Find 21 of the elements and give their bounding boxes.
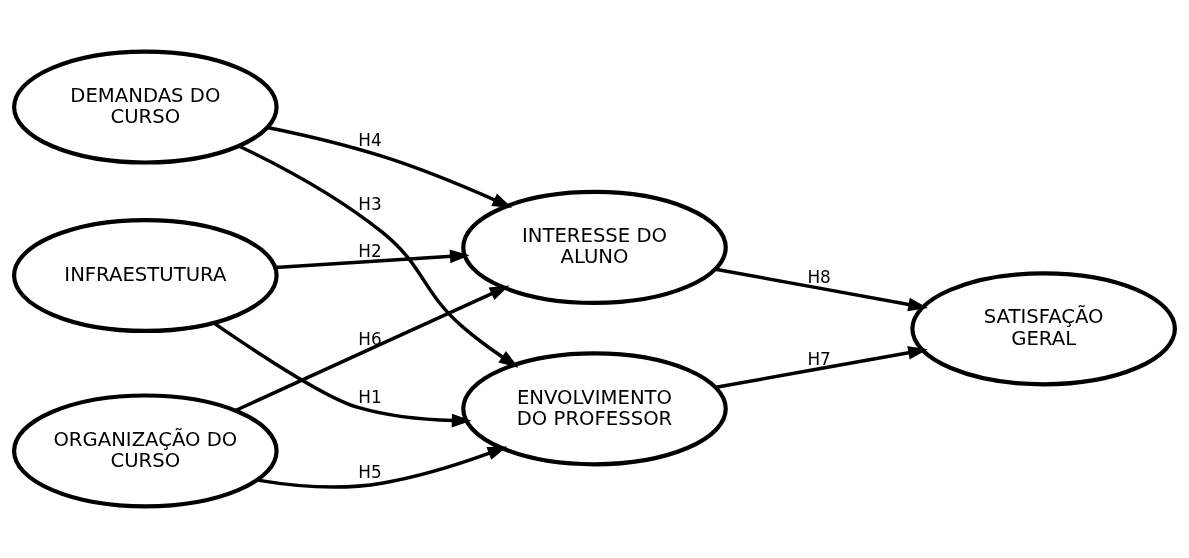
arrow — [267, 125, 513, 208]
arrow — [257, 446, 508, 489]
node-ellipse: INTERESSE DO ALUNO — [461, 189, 728, 305]
edge-label: H6 — [358, 329, 382, 350]
edge-label: H3 — [358, 194, 382, 215]
node-ellipse: DEMANDAS DO CURSO — [12, 49, 279, 165]
edge-label: H4 — [358, 129, 382, 150]
edge-label: H7 — [807, 348, 831, 369]
arrow — [715, 346, 928, 389]
arrow — [715, 267, 928, 312]
arrow — [234, 285, 510, 413]
arrow — [212, 321, 472, 428]
node-ellipse: ORGANIZAÇÃO DO CURSO — [12, 393, 279, 509]
edge-label: H1 — [358, 386, 382, 407]
edge-label: H8 — [807, 267, 831, 288]
node-ellipse: SATISFAÇÃO GERAL — [910, 271, 1177, 387]
edge-label: H2 — [358, 240, 382, 261]
node-ellipse: INFRAESTUTURA — [12, 217, 279, 334]
arrow — [275, 249, 470, 270]
arrow — [238, 144, 519, 368]
edge-label: H5 — [358, 462, 382, 483]
